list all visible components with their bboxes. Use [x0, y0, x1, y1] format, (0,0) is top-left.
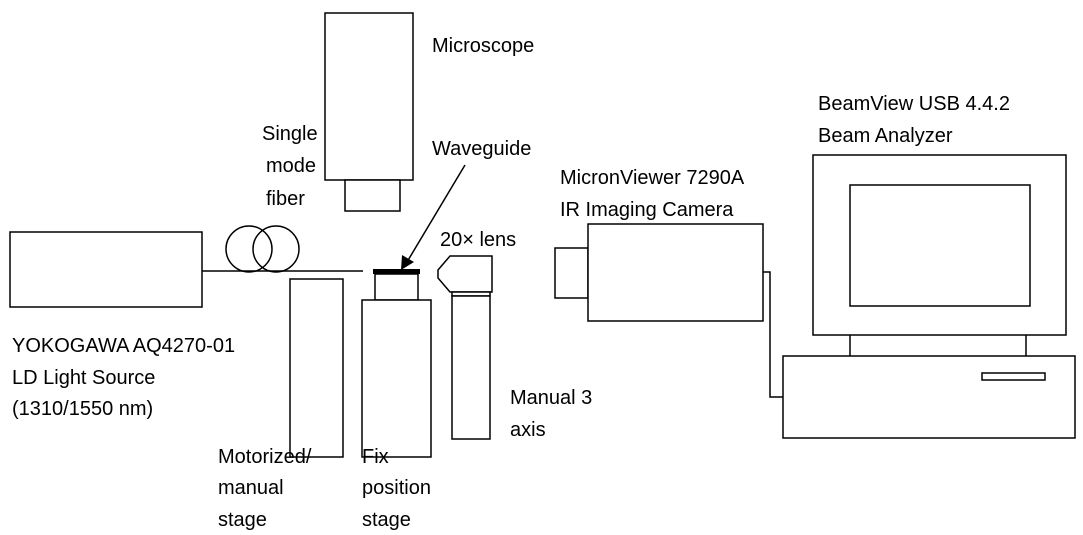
microscope	[324, 12, 414, 212]
beam-analyzer-computer	[782, 154, 1076, 439]
arrow-shaft	[406, 164, 466, 263]
lens-label: 20× lens	[440, 229, 516, 251]
fiber-loop-2	[252, 225, 300, 273]
motorized-stage-label: Motorized/ manual stage	[218, 446, 317, 531]
disk-drive-slot	[981, 372, 1046, 381]
light-source-label: YOKOGAWA AQ4270-01 LD Light Source (1310…	[12, 335, 241, 420]
computer-case	[782, 355, 1076, 439]
waveguide-label: Waveguide	[432, 138, 531, 160]
microscope-body	[324, 12, 414, 181]
camera-label-line-2: IR Imaging Camera	[560, 199, 734, 221]
lens-assembly	[437, 255, 493, 440]
camera-body	[587, 223, 764, 322]
fix-stage-label-line-3: stage	[362, 509, 411, 531]
single-mode-fiber	[202, 225, 363, 273]
microscope-objective	[344, 179, 401, 212]
motorized-stage-label-line-1: Motorized/	[218, 446, 312, 468]
fiber-label-line-3: fiber	[266, 188, 305, 210]
light-source-label-line-2: LD Light Source	[12, 367, 155, 389]
camera-cable	[763, 271, 783, 398]
fix-stage-label-line-2: position	[362, 477, 431, 499]
manual-stage-label: Manual 3 axis	[510, 387, 598, 441]
fiber-loop-1	[225, 225, 273, 273]
analyzer-label: BeamView USB 4.4.2 Beam Analyzer	[818, 93, 1016, 147]
motorized-stage-label-line-3: stage	[218, 509, 267, 531]
manual-stage-label-line-1: Manual 3	[510, 387, 592, 409]
lens-20x	[437, 255, 493, 293]
waveguide	[373, 269, 420, 274]
light-source-label-line-3: (1310/1550 nm)	[12, 398, 153, 420]
camera-label: MicronViewer 7290A IR Imaging Camera	[560, 167, 749, 221]
motorized-stage	[289, 278, 344, 458]
waveguide-mount	[374, 273, 419, 301]
fiber-label: Single mode fiber	[262, 123, 323, 210]
monitor-screen	[849, 184, 1031, 307]
manual-3-axis-stage	[451, 295, 491, 440]
microscope-label: Microscope	[432, 35, 534, 57]
analyzer-label-line-2: Beam Analyzer	[818, 125, 953, 147]
motorized-stage-label-line-2: manual	[218, 477, 284, 499]
fix-stage-label: Fix position stage	[362, 446, 437, 531]
manual-stage-label-line-2: axis	[510, 419, 546, 441]
fix-stage-label-line-1: Fix	[362, 446, 389, 468]
light-source-label-line-1: YOKOGAWA AQ4270-01	[12, 335, 235, 357]
waveguide-arrow	[401, 164, 466, 270]
camera-lens	[554, 247, 589, 299]
fiber-label-line-1: Single	[262, 123, 318, 145]
analyzer-label-line-1: BeamView USB 4.4.2	[818, 93, 1010, 115]
light-source-box	[9, 231, 203, 308]
fiber-label-line-2: mode	[266, 155, 316, 177]
ir-camera	[554, 223, 764, 322]
fix-position-stage	[361, 299, 432, 458]
camera-label-line-1: MicronViewer 7290A	[560, 167, 745, 189]
arrow-head	[401, 255, 414, 270]
waveguide-assembly	[361, 269, 432, 458]
